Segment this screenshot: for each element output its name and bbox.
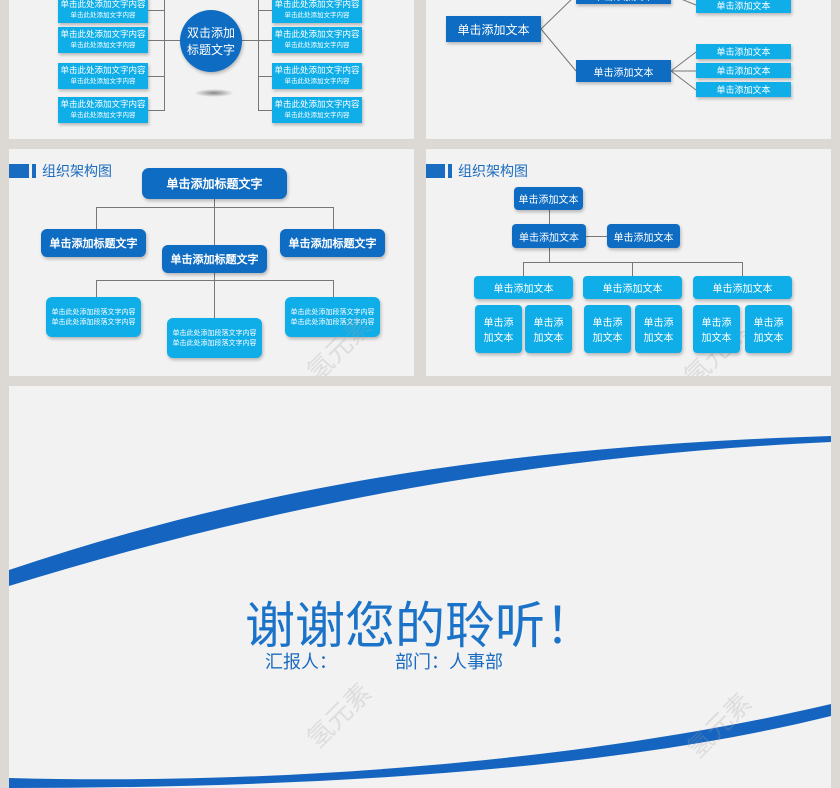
- title-bar-icon: [9, 164, 29, 178]
- slide-org-chart-1[interactable]: 组织架构图 单击添加标题文字 单击添加标题文字 单击添加标题文字 单击添加标题文…: [9, 149, 414, 376]
- text-box: 单击此处添加文字内容单击此处添加文字内容: [58, 0, 148, 23]
- center-circle: 双击添加标题文字: [180, 10, 242, 72]
- org-leaf: 单击添加文本: [635, 305, 682, 353]
- org-node: 单击添加标题文字: [41, 229, 146, 257]
- slide-tree[interactable]: 单击添加文本 单击添加文本 单击添加文本 单击添加文本 单击添加文本 单击添加文…: [426, 0, 831, 139]
- tree-root: 单击添加文本: [446, 16, 541, 42]
- org-group-node: 单击添加文本: [474, 276, 573, 299]
- title-bar-icon: [426, 164, 445, 178]
- org-group-node: 单击添加文本: [583, 276, 682, 299]
- tree-branch: 单击添加文本: [576, 0, 671, 4]
- text-box: 单击此处添加文字内容单击此处添加文字内容: [272, 63, 362, 89]
- tree-leaf: 单击添加文本: [696, 44, 791, 59]
- org-para-box: 单击此处添加段落文字内容单击此处添加段落文字内容: [46, 297, 141, 337]
- slide-title: 组织架构图: [426, 161, 528, 181]
- org-leaf: 单击添加文本: [693, 305, 740, 353]
- circle-shadow: [194, 89, 234, 97]
- text-box: 单击此处添加文字内容单击此处添加文字内容: [58, 63, 148, 89]
- department: 部门：人事部: [395, 652, 503, 673]
- text-box: 单击此处添加文字内容单击此处添加文字内容: [58, 27, 148, 53]
- org-leaf: 单击添加文本: [584, 305, 631, 353]
- tree-branch: 单击添加文本: [576, 60, 671, 82]
- slide-org-chart-2[interactable]: 组织架构图 氢元素 单击添加文本单击添加文本单击添加文本单击添加文本单击添加文本…: [426, 149, 831, 376]
- wave-decoration: [9, 436, 831, 788]
- tree-leaf: 单击添加文本: [696, 82, 791, 97]
- slide-mindmap[interactable]: 双击添加标题文字 单击此处添加文字内容单击此处添加文字内容单击此处添加文字内容单…: [9, 0, 414, 139]
- slide-thanks[interactable]: 谢谢您的聆听！ 汇报人： 部门：人事部 氢元素 氢元素: [9, 386, 831, 788]
- org-para-box: 单击此处添加段落文字内容单击此处添加段落文字内容: [167, 318, 262, 358]
- org-leaf: 单击添加文本: [475, 305, 522, 353]
- connector-lines: [540, 0, 697, 91]
- org-node: 单击添加文本: [607, 224, 680, 248]
- org-group-node: 单击添加文本: [693, 276, 792, 299]
- org-leaf: 单击添加文本: [745, 305, 792, 353]
- org-node: 单击添加标题文字: [280, 229, 385, 257]
- text-box: 单击此处添加文字内容单击此处添加文字内容: [58, 97, 148, 123]
- org-node: 单击添加文本: [514, 187, 583, 210]
- tree-leaf: 单击添加文本: [696, 0, 791, 13]
- org-node: 单击添加标题文字: [162, 245, 267, 273]
- tree-leaf: 单击添加文本: [696, 63, 791, 78]
- reporter-label: 汇报人：: [265, 652, 337, 673]
- org-para-box: 单击此处添加段落文字内容单击此处添加段落文字内容: [285, 297, 380, 337]
- text-box: 单击此处添加文字内容单击此处添加文字内容: [272, 0, 362, 23]
- org-head: 单击添加标题文字: [142, 168, 287, 199]
- org-leaf: 单击添加文本: [525, 305, 572, 353]
- text-box: 单击此处添加文字内容单击此处添加文字内容: [272, 97, 362, 123]
- text-box: 单击此处添加文字内容单击此处添加文字内容: [272, 27, 362, 53]
- slide-title: 组织架构图: [9, 161, 112, 181]
- thanks-heading: 谢谢您的聆听！: [245, 597, 595, 655]
- org-node: 单击添加文本: [512, 224, 586, 248]
